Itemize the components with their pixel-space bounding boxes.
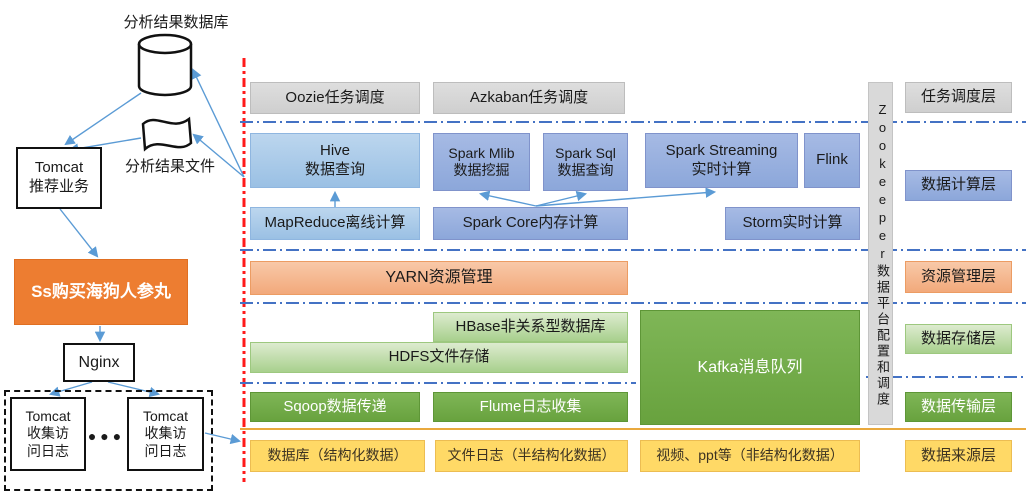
arrow-nginx-to-log-right <box>107 381 161 398</box>
azkaban-node: Azkaban任务调度 <box>433 82 625 114</box>
hbase-node: HBase非关系型数据库 <box>433 312 628 342</box>
azkaban-label: Azkaban任务调度 <box>469 88 589 106</box>
hbase-label: HBase非关系型数据库 <box>455 317 606 335</box>
tomcat-log-left-line1: Tomcat <box>25 407 71 424</box>
layer-label-source: 数据来源层 <box>905 440 1012 472</box>
layer-label-source-text: 数据来源层 <box>920 446 996 464</box>
zookeeper-bar: Zookeeper数据平台配置和调度 <box>868 82 893 425</box>
yarn-label: YARN资源管理 <box>385 269 493 286</box>
arrow-db-to-tomcat <box>64 92 142 146</box>
source-video-node: 视频、ppt等（非结构化数据） <box>640 440 860 472</box>
analysis-db-label: 分析结果数据库 <box>123 14 229 31</box>
flink-node: Flink <box>804 133 860 188</box>
tomcat-recommend-line1: Tomcat <box>34 159 84 177</box>
layer-label-scheduling-text: 任务调度层 <box>920 88 996 106</box>
mapreduce-node: MapReduce离线计算 <box>250 207 420 240</box>
arrow-platform-to-db <box>191 68 245 178</box>
arrow-tomcat-to-ss <box>59 208 99 258</box>
tomcat-log-right-line1: Tomcat <box>142 407 189 424</box>
nginx-node: Nginx <box>63 343 135 382</box>
yarn-node: YARN资源管理 <box>250 261 628 295</box>
spark-streaming-line2: 实时计算 <box>691 160 752 178</box>
arrow-sparkcore-to-sql <box>535 190 588 207</box>
spark-streaming-line1: Spark Streaming <box>665 141 778 159</box>
kafka-node: Kafka消息队列 <box>640 310 860 425</box>
spark-core-node: Spark Core内存计算 <box>433 207 628 240</box>
tomcat-log-left-line2: 收集访 <box>27 425 69 442</box>
tomcat-recommend-line2: 推荐业务 <box>28 178 89 195</box>
source-filelog-node: 文件日志（半结构化数据） <box>435 440 628 472</box>
flume-node: Flume日志收集 <box>433 392 628 422</box>
hive-line1: Hive <box>319 141 350 159</box>
layer-label-transport-text: 数据传输层 <box>920 397 996 415</box>
source-video-label: 视频、ppt等（非结构化数据） <box>656 447 844 464</box>
ss-business-node: Ss购买海狗人参丸 <box>14 259 188 325</box>
layer-label-compute: 数据计算层 <box>905 170 1012 201</box>
spark-mlib-line1: Spark Mlib <box>448 144 515 161</box>
layer-label-resource: 资源管理层 <box>905 261 1012 293</box>
hive-line2: 数据查询 <box>304 160 365 178</box>
source-filelog-label: 文件日志（半结构化数据） <box>447 447 616 464</box>
spark-sql-line2: 数据查询 <box>557 162 614 178</box>
spark-core-label: Spark Core内存计算 <box>462 214 599 232</box>
nginx-label: Nginx <box>78 353 120 371</box>
tomcat-log-node-left: Tomcat 收集访 问日志 <box>10 397 86 471</box>
storm-node: Storm实时计算 <box>725 207 860 240</box>
layer-label-compute-text: 数据计算层 <box>920 176 996 194</box>
result-file-icon <box>141 116 193 152</box>
analysis-file-label: 分析结果文件 <box>124 158 215 175</box>
layer-label-storage: 数据存储层 <box>905 324 1012 354</box>
flume-label: Flume日志收集 <box>479 397 582 415</box>
source-db-node: 数据库（结构化数据） <box>250 440 425 472</box>
arrow-platform-to-file <box>192 133 245 178</box>
spark-mlib-line2: 数据挖掘 <box>453 162 510 178</box>
layer-label-storage-text: 数据存储层 <box>920 329 996 347</box>
layer-label-scheduling: 任务调度层 <box>905 82 1012 113</box>
sqoop-node: Sqoop数据传递 <box>250 392 420 422</box>
mapreduce-label: MapReduce离线计算 <box>264 214 406 232</box>
arrow-sparkcore-to-streaming <box>535 187 717 207</box>
spark-sql-line1: Spark Sql <box>555 144 616 161</box>
tomcat-log-node-right: Tomcat 收集访 问日志 <box>127 397 204 471</box>
layer-label-transport: 数据传输层 <box>905 392 1012 422</box>
hdfs-label: HDFS文件存储 <box>388 348 490 366</box>
hdfs-node: HDFS文件存储 <box>250 342 628 373</box>
ellipsis-dots: ●●● <box>87 428 126 444</box>
tomcat-log-right-line3: 问日志 <box>144 442 187 459</box>
database-cylinder-icon <box>137 33 193 97</box>
kafka-label: Kafka消息队列 <box>697 358 803 376</box>
spark-streaming-node: Spark Streaming 实时计算 <box>645 133 798 188</box>
tomcat-log-left-line3: 问日志 <box>27 442 69 459</box>
arrow-sparkcore-to-mlib <box>478 190 537 207</box>
tomcat-log-right-line2: 收集访 <box>144 425 187 442</box>
source-db-label: 数据库（结构化数据） <box>267 447 408 464</box>
oozie-label: Oozie任务调度 <box>285 88 385 106</box>
arrow-log-to-platform <box>204 432 242 445</box>
layer-label-resource-text: 资源管理层 <box>920 267 996 285</box>
ss-business-label: Ss购买海狗人参丸 <box>31 282 171 302</box>
storm-label: Storm实时计算 <box>742 214 843 232</box>
spark-sql-node: Spark Sql 数据查询 <box>543 133 628 191</box>
flink-label: Flink <box>816 151 848 169</box>
tomcat-recommend-node: Tomcat 推荐业务 <box>16 147 102 209</box>
hive-node: Hive 数据查询 <box>250 133 420 188</box>
tomcat-cluster-group <box>4 390 213 491</box>
spark-mlib-node: Spark Mlib 数据挖掘 <box>433 133 530 191</box>
sqoop-label: Sqoop数据传递 <box>283 397 387 415</box>
arrow-nginx-to-log-left <box>48 381 93 397</box>
oozie-node: Oozie任务调度 <box>250 82 420 114</box>
